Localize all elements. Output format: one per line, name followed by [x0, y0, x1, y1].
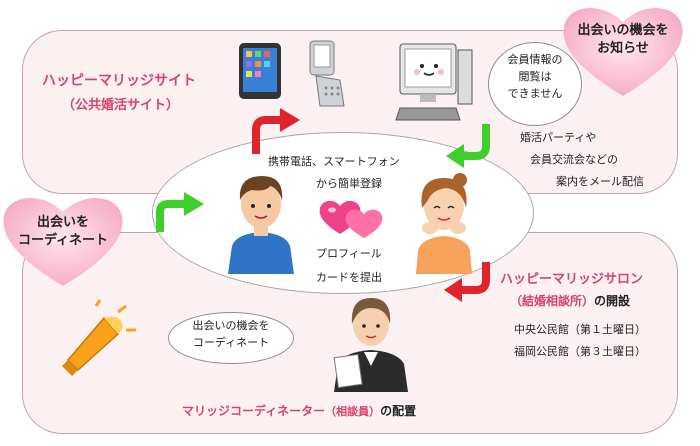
coord-bubble-line1: 出会いの機会を: [192, 319, 270, 332]
salon-location-2: 福岡公民館（第３土曜日）: [514, 345, 646, 358]
email-info-line2: 会員交流会などの: [530, 153, 618, 166]
woman-icon: [416, 173, 472, 274]
green-arrow-up-icon: [156, 192, 204, 232]
green-arrow-down-icon: [446, 124, 490, 168]
heart-top-line1: 出会いの機会を: [577, 23, 669, 38]
heart-left-line2: コーディネート: [17, 233, 109, 248]
center-line1: 携帯電話、スマートフォン: [268, 155, 400, 168]
site-title: ハッピーマリッジサイト: [42, 73, 196, 89]
pc-bubble-line1: 会員情報の: [507, 53, 563, 66]
center-line4: カードを提出: [316, 271, 382, 284]
coordinator-bubble: 出会いの機会を コーディネート: [168, 312, 294, 364]
pc-bubble-line2: 閲覧は: [518, 70, 552, 83]
tablet-icon: [239, 43, 281, 99]
pc-bubble: 会員情報の 閲覧は できません: [488, 42, 582, 126]
heart-left-icon: [3, 198, 123, 286]
center-line3: プロフィール: [316, 247, 382, 260]
email-info-line3: 案内をメール配信: [556, 175, 644, 188]
salon-title: ハッピーマリッジサロン: [500, 272, 644, 287]
coordinator-label-paren: （相談員）: [325, 405, 381, 418]
desktop-pc-icon: [395, 43, 473, 121]
salon-subtitle-pink: （結婚相談所）: [510, 294, 595, 308]
coord-bubble-line2: コーディネート: [192, 336, 270, 349]
flip-phone-icon: [309, 40, 345, 107]
pink-hearts-icon: [319, 200, 383, 238]
pc-bubble-line3: できません: [507, 87, 563, 100]
salon-location-1: 中央公民館（第１土曜日）: [514, 323, 646, 336]
red-arrow-down-icon: [444, 262, 490, 302]
red-arrow-up-icon: [252, 108, 300, 154]
center-line2: から簡単登録: [316, 177, 382, 190]
man-icon: [228, 176, 294, 274]
heart-top-right-icon: [563, 8, 683, 96]
email-info-line1: 婚活パーティや: [520, 131, 597, 144]
coordinator-icon: [333, 298, 408, 392]
site-subtitle: （公共婚活サイト）: [62, 98, 180, 113]
heart-left-line1: 出会いを: [36, 215, 89, 230]
megaphone-icon: [62, 299, 136, 376]
coordinator-label-rest: の配置: [380, 404, 417, 418]
coordinator-label-pink: マリッジコーディネーター: [182, 404, 326, 418]
heart-top-line2: お知らせ: [597, 41, 649, 56]
salon-subtitle-rest: の開設: [594, 294, 631, 308]
